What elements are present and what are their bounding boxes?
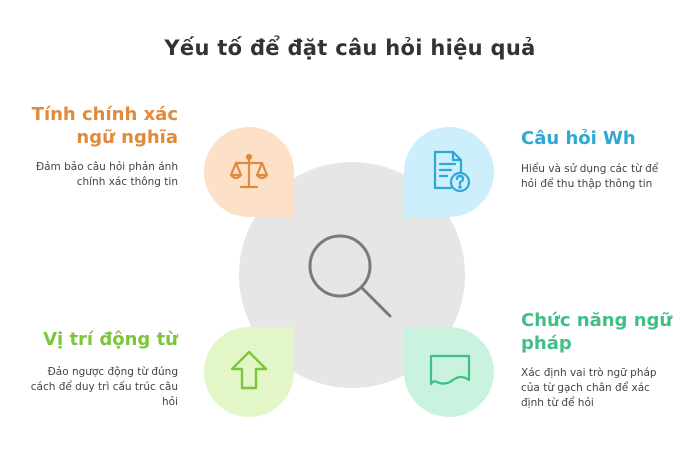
petal-grammar-function: [404, 327, 494, 417]
heading-line: pháp: [521, 333, 572, 354]
flag-icon: [429, 354, 471, 386]
semantic-accuracy-description: Đảm bảo câu hỏi phản ánh chính xác thông…: [0, 160, 178, 190]
grammar-function-description: Xác định vai trò ngữ pháp của từ gạch ch…: [521, 366, 696, 411]
verb-position-description: Đảo ngược động từ đúng cách để duy trì c…: [0, 365, 178, 410]
scales-icon: [229, 153, 269, 189]
desc-line: cách để duy trì cấu trúc câu: [30, 381, 178, 393]
heading-line: Câu hỏi Wh: [521, 128, 636, 149]
document-question-icon: [433, 150, 471, 193]
petal-verb-position: [204, 327, 294, 417]
magnifier-icon: [308, 234, 392, 318]
wh-questions-heading: Câu hỏi Wh: [521, 127, 696, 150]
grammar-function-heading: Chức năng ngữ pháp: [521, 309, 696, 355]
desc-line: hỏi: [162, 396, 178, 408]
petal-wh-questions: [404, 127, 494, 217]
heading-line: Chức năng ngữ: [521, 310, 673, 331]
heading-line: Vị trí động từ: [43, 329, 178, 350]
arrow-up-icon: [230, 350, 268, 390]
desc-line: hỏi để thu thập thông tin: [521, 178, 653, 190]
desc-line: định từ để hỏi: [521, 397, 594, 409]
desc-line: Hiểu và sử dụng các từ để: [521, 163, 659, 175]
diagram-title: Yếu tố để đặt câu hỏi hiệu quả: [164, 36, 536, 60]
wh-questions-description: Hiểu và sử dụng các từ để hỏi để thu thậ…: [521, 162, 696, 192]
semantic-accuracy-heading: Tính chính xác ngữ nghĩa: [0, 103, 178, 149]
desc-line: Đảm bảo câu hỏi phản ánh: [35, 161, 178, 173]
heading-line: ngữ nghĩa: [76, 127, 178, 148]
desc-line: Xác định vai trò ngữ pháp: [521, 367, 657, 379]
desc-line: của từ gạch chân để xác: [521, 382, 650, 394]
desc-line: Đảo ngược động từ đúng: [47, 366, 178, 378]
verb-position-heading: Vị trí động từ: [0, 328, 178, 351]
desc-line: chính xác thông tin: [76, 176, 178, 188]
heading-line: Tính chính xác: [31, 104, 178, 125]
